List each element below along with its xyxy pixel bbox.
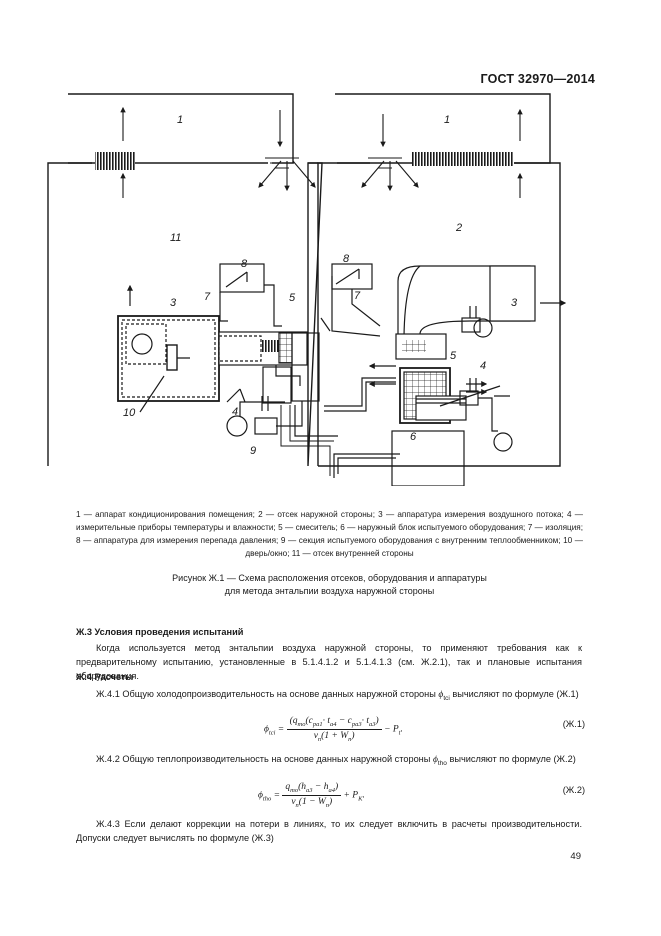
phi-symbol: ϕ bbox=[438, 690, 444, 700]
left-ac-grille bbox=[95, 152, 135, 170]
label-2: 2 bbox=[455, 222, 462, 234]
page-number: 49 bbox=[570, 851, 581, 862]
figure-caption-line1: Рисунок Ж.1 — Схема расположения отсеков… bbox=[172, 573, 487, 583]
label-3-left: 3 bbox=[170, 297, 177, 309]
label-10: 10 bbox=[123, 407, 136, 419]
label-4-left: 4 bbox=[232, 406, 238, 418]
phi-symbol: ϕ bbox=[432, 755, 438, 765]
label-4-right: 4 bbox=[480, 360, 486, 372]
document-header: ГОСТ 32970—2014 bbox=[480, 72, 595, 86]
section-title-zh4: Ж.4 Расчеты bbox=[76, 672, 134, 682]
label-7-right: 7 bbox=[354, 290, 361, 302]
flow-measure-3 bbox=[489, 265, 536, 322]
figure-diagram: 1 1 11 2 3 3 7 7 5 5 8 8 4 4 10 9 6 bbox=[47, 93, 567, 486]
paragraph-zh41: Ж.4.1 Общую холодопроизводительность на … bbox=[96, 689, 579, 702]
label-5-right: 5 bbox=[450, 350, 457, 362]
indoor-unit-3 bbox=[117, 315, 220, 402]
formula-zh2: ϕtho = qmo(ha3 − ha4) vn(1 − Wn) + PK. bbox=[258, 782, 365, 809]
paragraph-zh42: Ж.4.2 Общую теплопроизводительность на о… bbox=[96, 754, 576, 767]
section-title-zh3: Ж.3 Условия проведения испытаний bbox=[76, 627, 244, 637]
equation-number-zh2: (Ж.2) bbox=[562, 785, 585, 795]
right-ac-grille bbox=[412, 152, 514, 166]
equation-number-zh1: (Ж.1) bbox=[562, 719, 585, 729]
formula-zh1: ϕtci = (qmo(cpa1· ta4 − cpa3· ta3) vn(1 … bbox=[264, 716, 403, 743]
label-3-right: 3 bbox=[511, 297, 518, 309]
figure-legend: 1 — аппарат кондиционирования помещения;… bbox=[76, 510, 583, 558]
label-8-left: 8 bbox=[241, 258, 248, 270]
label-8-right: 8 bbox=[343, 253, 350, 265]
label-7-left: 7 bbox=[204, 291, 211, 303]
section-text-zh3: Когда используется метод энтальпии возду… bbox=[76, 643, 582, 681]
label-11: 11 bbox=[170, 232, 181, 244]
label-9: 9 bbox=[250, 445, 256, 457]
figure-caption-line2: для метода энтальпии воздуха наружной ст… bbox=[224, 586, 435, 596]
label-6: 6 bbox=[410, 431, 417, 443]
paragraph-zh43: Ж.4.3 Если делают коррекции на потери в … bbox=[76, 819, 582, 843]
label-5-left: 5 bbox=[289, 292, 296, 304]
label-1-left: 1 bbox=[177, 114, 183, 126]
label-1-right: 1 bbox=[444, 114, 450, 126]
